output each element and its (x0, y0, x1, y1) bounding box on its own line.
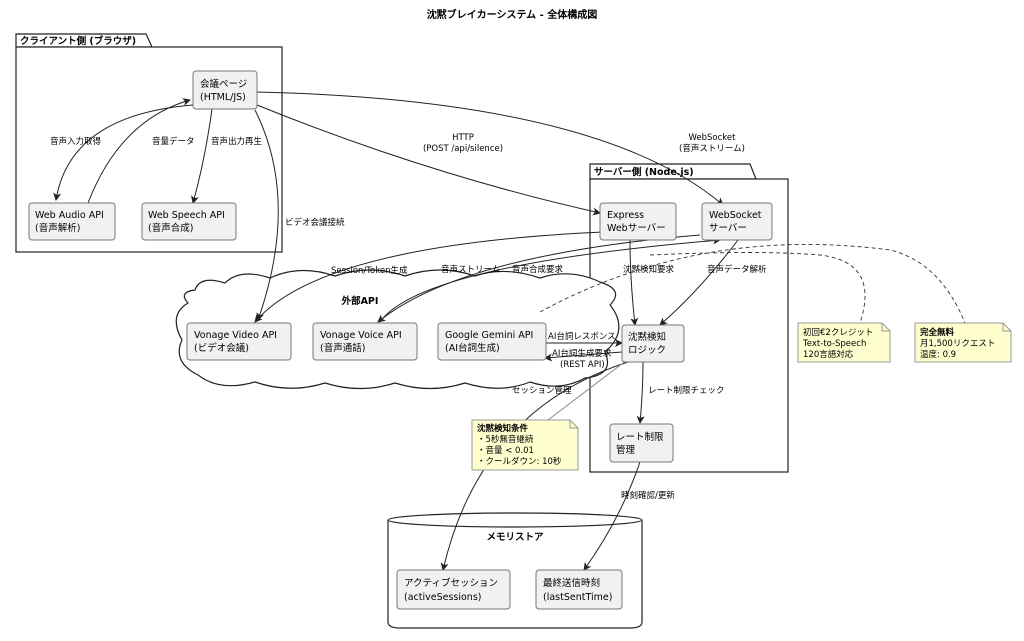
node-last-sent[interactable]: 最終送信時刻 (lastSentTime) (535, 569, 623, 610)
package-external-title: 外部API (341, 295, 379, 307)
edge-ai-request (544, 351, 623, 362)
node-web-speech-label: Web Speech API (148, 210, 225, 221)
label-websocket-stream: (音声ストリーム) (679, 143, 745, 154)
note-vonage-line-2: Text-to-Speech (802, 339, 866, 349)
label-ai-response: AI台詞レスポンス (548, 331, 616, 342)
node-express-sub: Webサーバー (607, 223, 666, 234)
note-silence-title: 沈黙検知条件 (477, 423, 529, 434)
package-client-title: クライアント側 (ブラウザ) (20, 35, 136, 47)
node-vonage-voice[interactable]: Vonage Voice API (音声通話) (312, 322, 418, 361)
node-gemini-label: Google Gemini API (445, 330, 533, 341)
node-silence-logic-label: 沈黙検知 (628, 331, 666, 343)
node-meeting-page-label: 会議ページ (200, 78, 247, 90)
label-volume-data: 音量データ (152, 136, 195, 147)
edge-audio-output (191, 108, 213, 204)
package-store-title: メモリストア (486, 532, 544, 543)
edge-silence-request (629, 239, 639, 326)
note-gemini-line-1: 月1,500リクエスト (920, 339, 995, 349)
node-rate-limit-sub: 管理 (616, 444, 636, 456)
label-speech-request: 音声合成要求 (512, 264, 564, 275)
note-silence-line-1: ・5秒無音継続 (477, 434, 534, 445)
node-websocket-server-sub: サーバー (709, 223, 747, 234)
label-session-manage: セッション管理 (512, 385, 572, 396)
label-audio-output: 音声出力再生 (211, 136, 263, 147)
node-websocket-server-label: WebSocket (709, 210, 762, 221)
note-gemini-free: 完全無料 月1,500リクエスト 温度: 0.9 (914, 322, 1012, 363)
label-audio-analysis: 音声データ解析 (707, 264, 767, 275)
label-session-token: Session/Token生成 (331, 265, 408, 276)
label-video-connect: ビデオ会議接続 (285, 217, 345, 228)
note-connectors (539, 244, 966, 324)
label-websocket: WebSocket (689, 133, 737, 143)
edge-volume-data (87, 98, 191, 204)
label-http-path: (POST /api/silence) (423, 144, 503, 154)
edge-speech-request (377, 234, 701, 323)
note-vonage-line-3: 120言語対応 (803, 349, 854, 360)
edge-audio-input (53, 104, 194, 201)
node-active-sessions-label: アクティブセッション (404, 577, 498, 589)
node-websocket-server[interactable]: WebSocket サーバー (701, 202, 773, 241)
node-last-sent-label: 最終送信時刻 (543, 577, 600, 589)
edge-http (256, 104, 601, 216)
label-rate-check: レート制限チェック (648, 385, 725, 396)
edge-time-check (583, 461, 641, 571)
node-web-audio[interactable]: Web Audio API (音声解析) (28, 202, 116, 241)
node-rate-limit[interactable]: レート制限 管理 (609, 423, 674, 463)
node-vonage-video[interactable]: Vonage Video API (ビデオ会議) (186, 322, 292, 361)
node-vonage-video-sub: (ビデオ会議) (194, 342, 249, 354)
edge-rate-check (636, 361, 645, 424)
note-silence-conditions: 沈黙検知条件 ・5秒無音継続 ・音量 < 0.01 ・クールダウン: 10秒 (471, 419, 579, 471)
edge-labels: 音声入力取得 音量データ 音声出力再生 HTTP (POST /api/sile… (50, 133, 767, 501)
node-last-sent-sub: (lastSentTime) (543, 592, 612, 603)
node-gemini[interactable]: Google Gemini API (AI台詞生成) (437, 322, 547, 361)
label-silence-request: 沈黙検知要求 (623, 264, 675, 275)
note-gemini-line-2: 温度: 0.9 (920, 349, 956, 360)
label-audio-stream: 音声ストリーム (441, 264, 500, 275)
node-silence-logic[interactable]: 沈黙検知 ロジック (621, 324, 685, 363)
note-silence-line-3: ・クールダウン: 10秒 (477, 456, 562, 467)
node-rate-limit-label: レート制限 (616, 431, 664, 443)
node-silence-logic-sub: ロジック (628, 345, 666, 356)
diagram-title: 沈黙ブレイカーシステム - 全体構成図 (427, 8, 598, 21)
node-active-sessions-sub: (activeSessions) (404, 592, 481, 603)
package-server-title: サーバー側 (Node.js) (594, 166, 694, 178)
note-link-gemini (539, 244, 966, 324)
note-link-silence (547, 359, 628, 421)
node-meeting-page[interactable]: 会議ページ (HTML/JS) (192, 70, 258, 110)
edge-audio-analysis (659, 239, 739, 326)
label-ai-request: AI台詞生成要求 (552, 348, 612, 359)
edge-session-token (254, 231, 604, 323)
label-ai-request-rest: (REST API) (560, 360, 605, 370)
node-web-audio-sub: (音声解析) (35, 222, 80, 234)
note-vonage-line-1: 初回€2クレジット (803, 327, 873, 338)
node-vonage-video-label: Vonage Video API (194, 330, 277, 341)
note-vonage-credit: 初回€2クレジット Text-to-Speech 120言語対応 (797, 322, 891, 363)
node-express[interactable]: Express Webサーバー (599, 202, 677, 241)
edge-audio-stream (379, 236, 721, 323)
node-meeting-page-sub: (HTML/JS) (200, 92, 246, 103)
label-time-check: 時刻確認/更新 (621, 490, 675, 501)
node-gemini-sub: (AI台詞生成) (445, 342, 500, 354)
label-http: HTTP (452, 133, 474, 143)
note-silence-line-2: ・音量 < 0.01 (477, 445, 534, 456)
node-web-speech[interactable]: Web Speech API (音声合成) (141, 202, 237, 241)
node-vonage-voice-sub: (音声通話) (320, 342, 365, 354)
node-active-sessions[interactable]: アクティブセッション (activeSessions) (396, 569, 511, 610)
node-web-audio-label: Web Audio API (35, 210, 104, 221)
edges (53, 91, 739, 571)
edge-websocket (256, 91, 724, 206)
node-vonage-voice-label: Vonage Voice API (320, 330, 402, 341)
label-audio-input: 音声入力取得 (50, 136, 102, 147)
note-gemini-title: 完全無料 (920, 327, 955, 338)
edge-video-connect (254, 109, 279, 321)
node-express-label: Express (607, 210, 644, 221)
node-web-speech-sub: (音声合成) (148, 222, 193, 234)
